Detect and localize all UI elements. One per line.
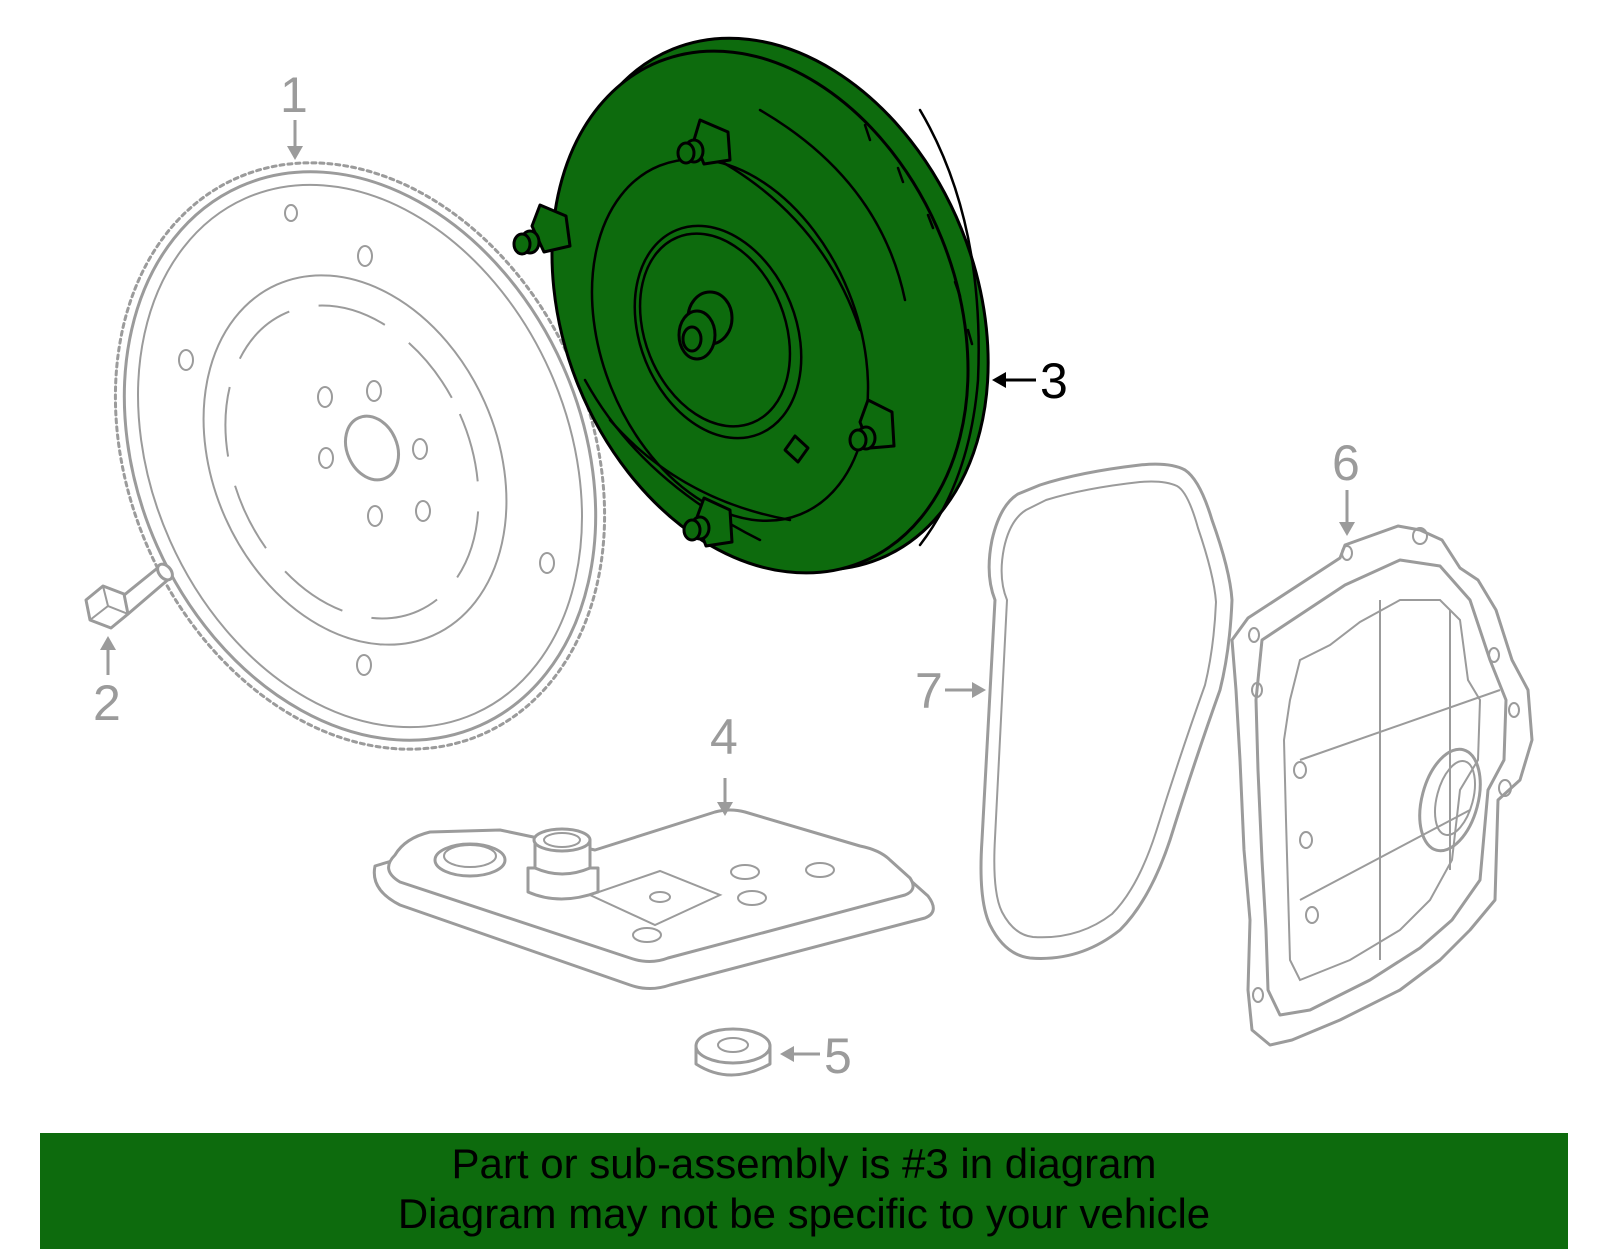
flexplate-part bbox=[113, 161, 607, 751]
seal-part bbox=[694, 1027, 772, 1077]
callout-1[interactable]: 1 bbox=[280, 67, 308, 123]
callout-7[interactable]: 7 bbox=[915, 663, 943, 719]
info-banner: Part or sub-assembly is #3 in diagram Di… bbox=[40, 1133, 1568, 1249]
banner-line-2: Diagram may not be specific to your vehi… bbox=[397, 1190, 1211, 1237]
callout-4[interactable]: 4 bbox=[710, 709, 738, 765]
banner-line-1: Part or sub-assembly is #3 in diagram bbox=[451, 1140, 1157, 1187]
bolt-part bbox=[84, 562, 174, 630]
callout-2[interactable]: 2 bbox=[93, 675, 121, 731]
gasket-part bbox=[979, 462, 1234, 960]
filter-part bbox=[372, 808, 935, 990]
callout-3[interactable]: 3 bbox=[1040, 353, 1068, 409]
oil-pan-part bbox=[1230, 524, 1534, 1047]
callout-5[interactable]: 5 bbox=[824, 1028, 852, 1084]
torque-converter-part bbox=[512, 36, 990, 575]
callout-leaders bbox=[100, 120, 1355, 1062]
callout-6[interactable]: 6 bbox=[1332, 435, 1360, 491]
